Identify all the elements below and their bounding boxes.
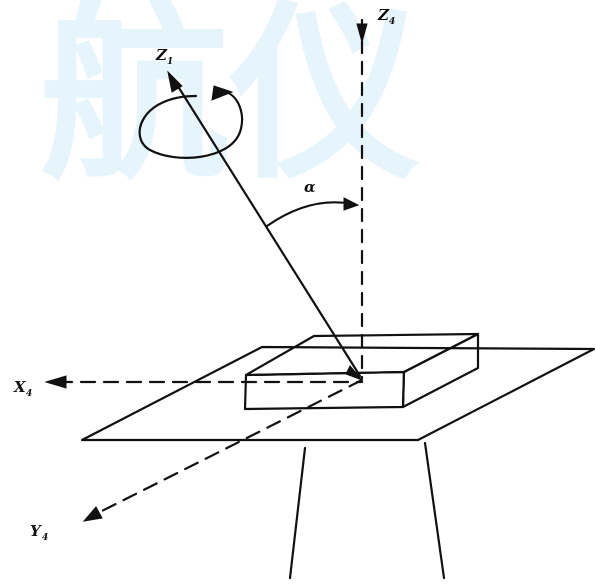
rotation-circle: [138, 90, 244, 159]
block-side: [401, 332, 480, 409]
label-z4-sub: 4: [389, 17, 395, 27]
y4-axis: [86, 378, 364, 520]
stand-leg-left: [288, 446, 307, 580]
label-y4: Y: [30, 522, 42, 540]
origin-arrowhead: [345, 365, 363, 381]
x4-arrowhead: [44, 375, 67, 389]
label-z4: Z: [377, 6, 390, 24]
angle-arc: [265, 201, 354, 228]
label-x4-sub: 4: [26, 389, 32, 399]
rotation-arrowhead: [211, 85, 234, 101]
label-x4: X: [13, 378, 27, 396]
angle-arrowhead: [343, 197, 360, 211]
z1-arrowhead: [167, 70, 183, 93]
y4-arrowhead: [82, 506, 103, 522]
stand-leg-right: [423, 441, 446, 580]
block-front: [243, 370, 406, 411]
label-alpha: α: [304, 178, 316, 196]
label-z1: Z: [155, 46, 168, 64]
z4-arrowhead: [356, 23, 368, 44]
axis-labels: Z 4 Z 1 X 4 Y 4 α: [13, 6, 395, 543]
base-plane: [80, 345, 596, 442]
z1-axis: [172, 78, 362, 378]
label-z1-sub: 1: [167, 57, 173, 67]
label-y4-sub: 4: [42, 533, 48, 543]
